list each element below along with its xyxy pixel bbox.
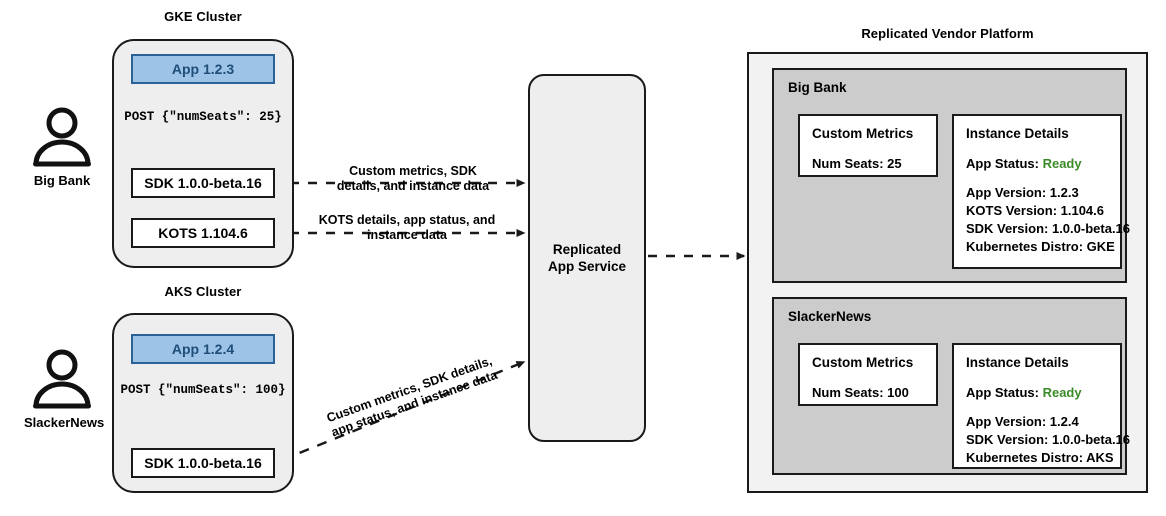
k8s-distro-row: Kubernetes Distro: GKE <box>966 239 1115 254</box>
status-badge: Ready <box>1042 156 1082 171</box>
instance-details-title: Instance Details <box>966 355 1069 370</box>
edge-label-aks-to-service: Custom metrics, SDK details, app status,… <box>324 353 500 440</box>
k8s-distro-row: Kubernetes Distro: AKS <box>966 450 1114 465</box>
actor-big-bank: Big Bank <box>24 106 100 188</box>
replicated-app-service-box[interactable]: Replicated App Service <box>528 74 646 442</box>
gke-sdk-box[interactable]: SDK 1.0.0-beta.16 <box>131 168 275 198</box>
sdk-version-row: SDK Version: 1.0.0-beta.16 <box>966 432 1131 447</box>
gke-app-box[interactable]: App 1.2.3 <box>131 54 275 84</box>
actor-label-slackernews: SlackerNews <box>24 415 105 430</box>
custom-metrics-title: Custom Metrics <box>812 126 914 141</box>
aks-sdk-box[interactable]: SDK 1.0.0-beta.16 <box>131 448 275 478</box>
aks-cluster-title: AKS Cluster <box>164 284 242 299</box>
customer-name-slackernews: SlackerNews <box>788 309 872 324</box>
actor-slackernews: SlackerNews <box>24 348 105 430</box>
actor-label-big-bank: Big Bank <box>33 173 91 188</box>
edge-label-sdk-to-service: Custom metrics, SDK details, and instanc… <box>336 164 490 193</box>
gke-kots-box[interactable]: KOTS 1.104.6 <box>131 218 275 248</box>
app-status-row: App Status: Ready <box>966 384 1108 402</box>
gke-post-payload: POST {"numSeats": 25} <box>124 110 282 124</box>
service-label-wrapper: Replicated App Service <box>548 241 626 275</box>
custom-metrics-row: Num Seats: 100 <box>812 385 909 400</box>
user-icon <box>33 107 91 167</box>
customer-card-slackernews[interactable]: SlackerNews Custom Metrics Num Seats: 10… <box>772 297 1131 475</box>
spacer <box>966 173 1108 184</box>
service-label-line1: Replicated <box>552 242 622 257</box>
app-status-row: App Status: Ready <box>966 155 1108 173</box>
app-version-row: App Version: 1.2.4 <box>966 414 1079 429</box>
platform-container: Big Bank Custom Metrics Num Seats: 25 In… <box>747 52 1148 493</box>
edge-label-kots-to-service: KOTS details, app status, and instance d… <box>318 213 496 242</box>
user-icon <box>33 349 91 409</box>
custom-metrics-title: Custom Metrics <box>812 355 914 370</box>
aks-post-payload: POST {"numSeats": 100} <box>120 383 286 397</box>
app-status-label: App Status: <box>966 385 1039 400</box>
customer-card-big-bank[interactable]: Big Bank Custom Metrics Num Seats: 25 In… <box>772 68 1131 283</box>
kots-version-row: KOTS Version: 1.104.6 <box>966 203 1105 218</box>
instance-details-panel-big-bank[interactable]: Instance Details App Status: Ready App V… <box>952 114 1131 269</box>
instance-details-panel-slackernews[interactable]: Instance Details App Status: Ready App V… <box>952 343 1131 469</box>
gke-cluster-title: GKE Cluster <box>164 9 242 24</box>
spacer <box>966 402 1108 413</box>
customer-name-big-bank: Big Bank <box>788 80 847 95</box>
status-badge: Ready <box>1042 385 1082 400</box>
custom-metrics-panel-slackernews[interactable]: Custom Metrics Num Seats: 100 <box>798 343 938 406</box>
custom-metrics-panel-big-bank[interactable]: Custom Metrics Num Seats: 25 <box>798 114 938 177</box>
app-version-row: App Version: 1.2.3 <box>966 185 1079 200</box>
app-status-label: App Status: <box>966 156 1039 171</box>
platform-title: Replicated Vendor Platform <box>861 26 1034 41</box>
service-label-line2: App Service <box>547 259 627 274</box>
aks-app-box[interactable]: App 1.2.4 <box>131 334 275 364</box>
sdk-version-row: SDK Version: 1.0.0-beta.16 <box>966 221 1131 236</box>
instance-details-title: Instance Details <box>966 126 1069 141</box>
custom-metrics-row: Num Seats: 25 <box>812 156 902 171</box>
